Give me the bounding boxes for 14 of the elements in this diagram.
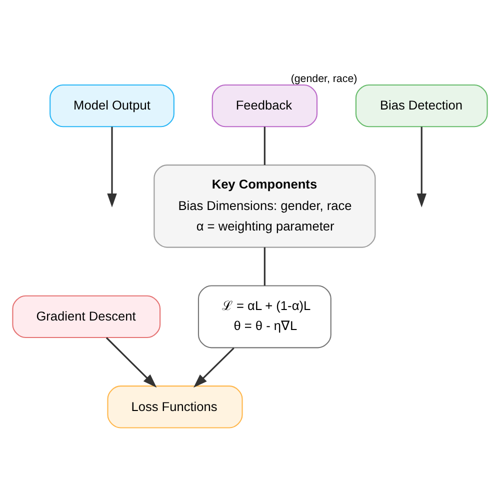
node-box: Loss Functions xyxy=(107,385,243,428)
arrow xyxy=(106,336,157,388)
arrow xyxy=(194,347,234,388)
node-box: Gradient Descent xyxy=(12,294,161,338)
node-label: (gender, race) xyxy=(290,72,358,84)
node-box: Key Components Bias Dimensions: gender, race α = weighting parameter xyxy=(154,164,376,248)
arrow xyxy=(416,126,426,207)
node-box: ℒ = αL + (1-α)L θ = θ - η∇L xyxy=(198,284,332,348)
node-box: Model Output xyxy=(50,84,174,127)
connector xyxy=(264,246,266,286)
arrow xyxy=(107,126,117,207)
node-box: Feedback xyxy=(212,84,318,127)
connector xyxy=(264,126,266,164)
node-box: Bias Detection xyxy=(355,84,488,127)
